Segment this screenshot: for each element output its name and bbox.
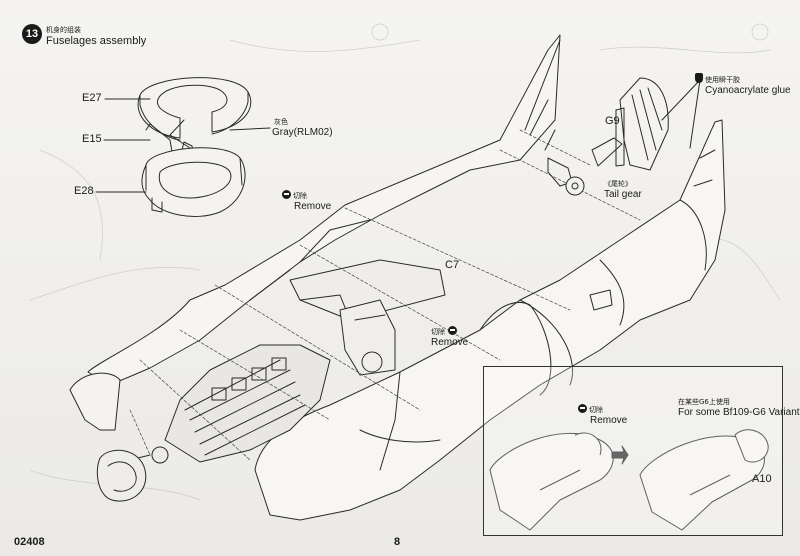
part-g9-drawing — [591, 137, 623, 167]
variant-note-cn: 在某些G6上使用 — [678, 398, 730, 406]
paint-callout-cn: 灰色 — [274, 118, 288, 126]
paint-callout: Gray(RLM02) — [272, 127, 333, 138]
page-number: 8 — [394, 536, 401, 548]
part-label-a10: A10 — [752, 473, 772, 485]
remove-icon — [448, 326, 457, 335]
glue-bottle-icon — [695, 73, 703, 83]
part-label-c7: C7 — [445, 259, 460, 271]
kit-code: 02408 — [14, 536, 45, 548]
part-label-e27: E27 — [82, 92, 102, 104]
step-title-cn: 机身的组装 — [46, 26, 81, 34]
inset-drawings — [489, 429, 769, 531]
step-number-badge: 13 — [22, 24, 42, 44]
remove-icon — [282, 190, 291, 199]
part-e28-drawing — [141, 147, 246, 217]
tail-gear-label: Tail gear — [604, 189, 642, 200]
fuselage-drawing — [69, 34, 726, 521]
rudder-drawing — [619, 77, 669, 171]
background-bleed-lines — [29, 23, 781, 501]
engine-drawing — [129, 344, 331, 464]
part-label-g9: G9 — [605, 115, 620, 127]
step-title: Fuselages assembly — [46, 35, 147, 47]
part-label-e28: E28 — [74, 185, 94, 197]
variant-note: For some Bf109-G6 Variant — [678, 407, 800, 418]
variant-inset-panel — [483, 366, 783, 536]
part-e27-drawing — [137, 77, 252, 141]
tail-gear-drawing — [547, 157, 585, 196]
part-label-e15: E15 — [82, 133, 102, 145]
remove-icon — [578, 404, 587, 413]
tail-gear-label-cn: 《尾轮》 — [604, 180, 632, 188]
